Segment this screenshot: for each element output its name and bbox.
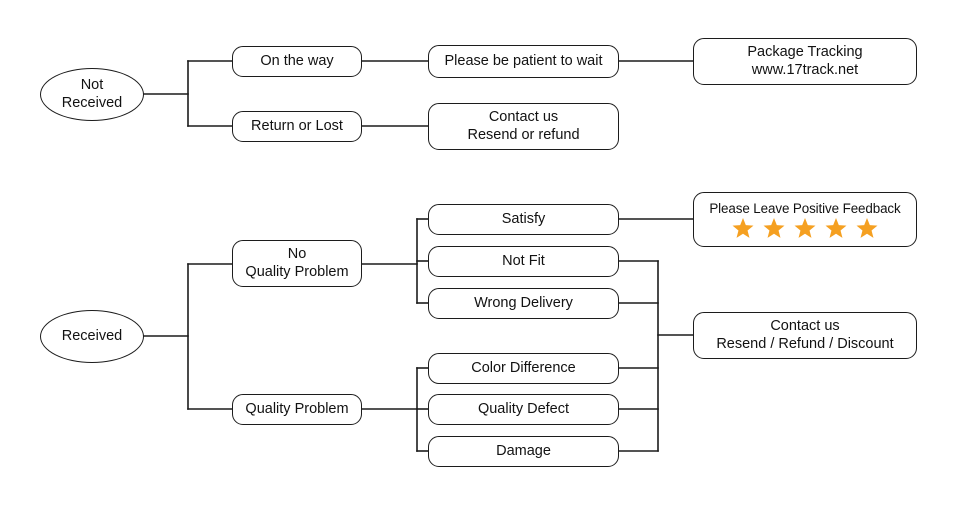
node-no-quality-problem[interactable]: No Quality Problem <box>232 240 362 287</box>
node-return-or-lost[interactable]: Return or Lost <box>232 111 362 142</box>
node-damage[interactable]: Damage <box>428 436 619 467</box>
star-icon[interactable] <box>825 218 847 240</box>
node-color-difference[interactable]: Color Difference <box>428 353 619 384</box>
node-package-tracking[interactable]: Package Tracking www.17track.net <box>693 38 917 85</box>
node-contact-us-resend-refund-discount[interactable]: Contact us Resend / Refund / Discount <box>693 312 917 359</box>
node-quality-defect[interactable]: Quality Defect <box>428 394 619 425</box>
feedback-title: Please Leave Positive Feedback <box>709 200 901 216</box>
node-satisfy[interactable]: Satisfy <box>428 204 619 235</box>
star-rating[interactable] <box>732 218 878 240</box>
star-icon[interactable] <box>856 218 878 240</box>
node-on-the-way[interactable]: On the way <box>232 46 362 77</box>
star-icon[interactable] <box>794 218 816 240</box>
node-please-be-patient-to-wait[interactable]: Please be patient to wait <box>428 45 619 78</box>
node-received[interactable]: Received <box>40 310 144 363</box>
star-icon[interactable] <box>732 218 754 240</box>
node-leave-positive-feedback[interactable]: Please Leave Positive Feedback <box>693 192 917 247</box>
node-quality-problem[interactable]: Quality Problem <box>232 394 362 425</box>
node-wrong-delivery[interactable]: Wrong Delivery <box>428 288 619 319</box>
node-not-fit[interactable]: Not Fit <box>428 246 619 277</box>
star-icon[interactable] <box>763 218 785 240</box>
node-contact-us-resend-or-refund[interactable]: Contact us Resend or refund <box>428 103 619 150</box>
node-not-received[interactable]: Not Received <box>40 68 144 121</box>
